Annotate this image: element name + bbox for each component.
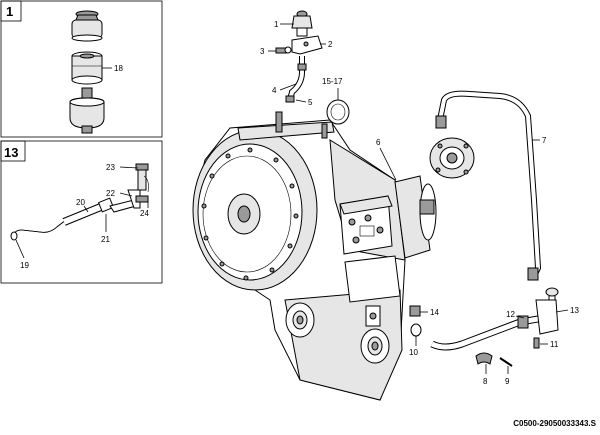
lower-tube-assembly (409, 287, 559, 367)
callout-23: 23 (106, 163, 115, 172)
bolt-ring (201, 147, 299, 281)
callout-1: 1 (274, 20, 279, 29)
output-flange-right (360, 328, 390, 364)
mount-top (71, 10, 103, 42)
callout-14: 14 (430, 308, 439, 317)
callout-11: 11 (550, 340, 559, 349)
callout-22: 22 (106, 189, 115, 198)
callout-21: 21 (101, 235, 110, 244)
callout-7: 7 (542, 136, 547, 145)
callout-5: 5 (308, 98, 313, 107)
mount-spacer-18 (71, 51, 103, 85)
callout-12: 12 (506, 310, 515, 319)
callout-13: 13 (570, 306, 579, 315)
callout-19: 19 (20, 261, 29, 270)
breather-assembly (275, 10, 350, 125)
filter-housing (394, 175, 437, 259)
control-valve-block (339, 195, 393, 255)
callout-8: 8 (483, 377, 488, 386)
callout-15-17: 15-17 (322, 77, 343, 86)
callouts: 1 2 3 4 5 15-17 6 7 8 9 10 11 12 13 14 (260, 20, 579, 386)
callout-18: 18 (114, 64, 123, 73)
callout-3: 3 (260, 47, 265, 56)
inset-box-13: 13 23 22 24 20 21 19 (0, 140, 163, 284)
callout-4: 4 (272, 86, 277, 95)
callout-6: 6 (376, 138, 381, 147)
drawing-code: C0500-29050033343.S (513, 419, 596, 428)
callout-9: 9 (505, 377, 510, 386)
callout-10: 10 (409, 348, 418, 357)
inset-box-1: 1 18 (0, 0, 163, 138)
oil-line-assembly (429, 90, 542, 281)
callout-20: 20 (76, 198, 85, 207)
mount-bottom (69, 87, 105, 134)
transmission-assembly (192, 111, 437, 401)
inset-label-13: 13 (4, 145, 18, 160)
output-flange-left (285, 302, 315, 338)
inset-label-1: 1 (6, 4, 13, 19)
callout-2: 2 (328, 40, 333, 49)
callout-24: 24 (140, 209, 149, 218)
